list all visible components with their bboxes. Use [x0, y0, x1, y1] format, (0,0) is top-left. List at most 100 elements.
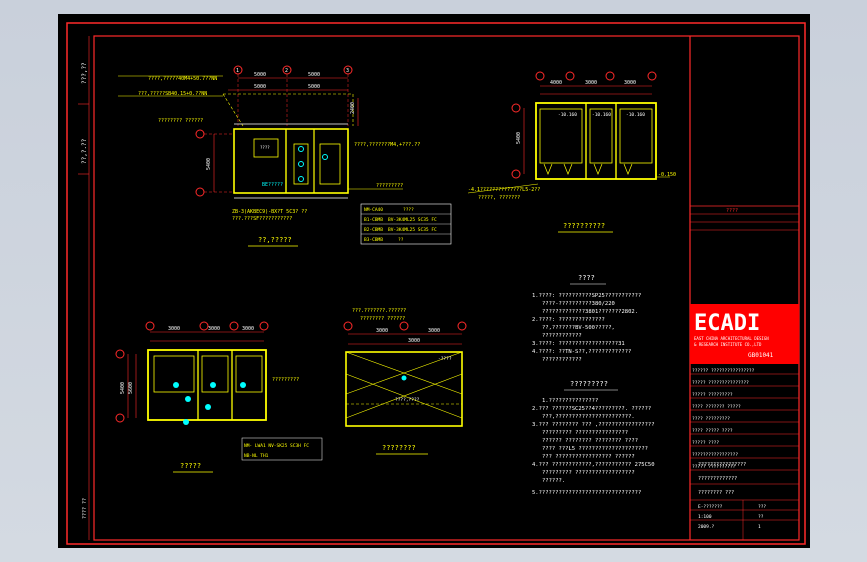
- bm-dim-2: 3000: [428, 328, 440, 334]
- ecadi-logo-box: [690, 304, 799, 364]
- notes-2-line-8: ??? ????????????????? ??????: [542, 454, 635, 460]
- bm-dim-3: 3000: [408, 338, 420, 344]
- notes-1-line-7: 3.????: ??????????????????31: [532, 341, 625, 347]
- tb-row-6: ???? ????? ????: [692, 428, 733, 434]
- bl-note-3: NB-NL TH1: [244, 453, 269, 459]
- notes-1-line-9: ????????????: [542, 357, 582, 363]
- notes-2-line-12: 5.???????????????????????????????: [532, 490, 641, 496]
- schedule-r3-c1: B2-CBMB: [364, 227, 383, 233]
- tb-footer-right-1: ???: [758, 504, 766, 510]
- bm-note-3: ????,????: [395, 397, 420, 403]
- tr-room-3: -10.160: [626, 112, 645, 118]
- title-stamp: ????: [726, 208, 738, 214]
- dim-overall-2: 5000: [308, 84, 320, 90]
- note-5: ?????????: [376, 183, 403, 189]
- tr-room-1: -10.160: [558, 112, 577, 118]
- note-1: ????,?????40M4+50.7??NN: [148, 76, 217, 82]
- tb-drawing-no: ???????? ???: [698, 490, 734, 496]
- bm-note-2: ???????? ??????: [360, 316, 405, 322]
- tr-dim-1: 4000: [550, 80, 562, 86]
- drawing-canvas[interactable]: ???,?? ??,?.?? ???? ?? 1 2 3: [58, 14, 810, 548]
- logo-sub-1: EAST CHINA ARCHITECTURAL DESIGN: [694, 336, 769, 341]
- notes-1-line-8: 4.????: ??TN-S??,?????????????: [532, 349, 631, 355]
- cad-drawing-viewport[interactable]: ???,?? ??,?.?? ???? ?? 1 2 3: [58, 14, 810, 548]
- tb-footer-left-3: 2009.?: [698, 524, 715, 530]
- notes-heading-2: ?????????: [570, 380, 608, 388]
- tb-row-2: ????? ???????????????: [692, 380, 749, 386]
- notes-2-line-9: 4.??? ????????????,??????????? 275C50: [532, 462, 655, 468]
- tb-footer-left-1: E-???????: [698, 504, 723, 510]
- tb-row-9: ????? ??????????: [692, 464, 736, 470]
- dim-top-1: 5000: [254, 72, 266, 78]
- notes-1-line-5: ??,???????BV-500?????,: [542, 325, 615, 331]
- design-notes: ???? 1.????: ??????????SP25??????????? ?…: [532, 274, 655, 496]
- dim-top-2: 5000: [308, 72, 320, 78]
- bl-dim-2: 3000: [208, 326, 220, 332]
- building-outline: [233, 128, 349, 194]
- schedule-r1-c1: NM-CA40: [364, 207, 383, 213]
- notes-2-line-5: ????????? ????????????????: [542, 430, 628, 436]
- plan-top-right[interactable]: 4000 3000 3000 -10.160 -10.160 -10.160 5…: [467, 71, 676, 233]
- note-2: ???,?????SB40.15+0.??NN: [138, 91, 207, 97]
- tb-footer-left-2: 1:100: [698, 514, 712, 520]
- schedule-r2-c2: BV-3K4ML25 SC35 FC: [388, 217, 437, 223]
- svg-text:-????: -????: [438, 356, 452, 362]
- notes-1-line-3: ?????????????3801???????2802.: [542, 309, 638, 315]
- notes-2-line-10: ????????? ??????????????????: [542, 470, 635, 476]
- plan-bottom-left[interactable]: 3000 3000 3000 5400 5600: [115, 321, 323, 473]
- tr-dim-2: 3000: [585, 80, 597, 86]
- bl-side-dim-2: 5600: [128, 382, 134, 394]
- notes-1-line-1: 1.????: ??????????SP25???????????: [532, 293, 641, 299]
- tr-side-dim: 5400: [516, 132, 522, 144]
- tb-footer-right-2: ??: [758, 514, 764, 520]
- notes-2-line-2: 2.??? ??????SC25??4?????????. ??????: [532, 406, 651, 412]
- dim-overall-1: 5000: [254, 84, 266, 90]
- schedule-table: NM-CA40 ???? B1-CBMB BV-3K4ML25 SC35 FC …: [360, 203, 452, 245]
- notes-2-line-3: ???,???????????????????????.: [542, 414, 635, 420]
- schedule-r4-c2: ??: [398, 237, 404, 243]
- notes-1-line-2: ????-??????????380/220: [542, 301, 615, 307]
- note-4: ????,???????M4,+???.??: [354, 142, 420, 148]
- tb-row-7: ????? ????: [692, 440, 719, 446]
- left-margin-text-2: ??,?.??: [81, 138, 88, 164]
- tb-row-3: ????? ?????????: [692, 392, 733, 398]
- tb-row-5: ???? ?????????: [692, 416, 730, 422]
- tb-row-4: ???? ??????? ?????: [692, 404, 741, 410]
- sheet-outer-border: [66, 22, 806, 545]
- bl-side-dim-1: 5400: [120, 382, 126, 394]
- bm-dim-1: 3000: [376, 328, 388, 334]
- tr-building-outline: [535, 102, 657, 180]
- notes-heading-1: ????: [578, 274, 595, 282]
- tb-project: ????????????????: [698, 462, 746, 468]
- plan-top-left[interactable]: 1 2 3 5000 5000 5000 5000 ????,?????40M4…: [118, 65, 420, 247]
- bl-note-2: NM- LWA1 NV-SK25 SC3H FC: [244, 443, 309, 449]
- ecadi-logo: ECADI: [694, 311, 760, 336]
- left-margin-labels: ???,?? ??,?.?? ???? ??: [78, 36, 90, 540]
- plan-bottom-left-title: ?????: [180, 462, 201, 470]
- notes-2-line-1: 1.???????????????: [542, 398, 598, 404]
- tr-elevation: -0.150: [658, 172, 676, 178]
- plan-bottom-mid[interactable]: 3000 3000 3000 ???.???????.?????? ??????…: [343, 308, 467, 455]
- logo-number: GB01041: [748, 352, 774, 359]
- note-7: ???.???SF???????????: [232, 216, 292, 222]
- tb-footer-right-3: 1: [758, 524, 761, 530]
- bl-building-outline: [147, 349, 267, 421]
- schedule-r2-c1: B1-CBMB: [364, 217, 383, 223]
- bl-note-1: ?????????: [272, 377, 299, 383]
- left-margin-text-1: ???,??: [81, 62, 88, 84]
- notes-2-line-11: ??????.: [542, 478, 565, 484]
- tr-room-2: -10.160: [592, 112, 611, 118]
- plan-top-left-title: ??,?????: [258, 236, 292, 244]
- notes-2-line-6: ?????? ???????? ???????? ????: [542, 438, 638, 444]
- grid-label-3: 3: [346, 68, 349, 74]
- tb-row-1: ?????? ????????????????: [692, 368, 755, 374]
- notes-2-line-7: ???? ???L5 ?????????????????????: [542, 446, 648, 452]
- grid-label-1: 1: [236, 68, 239, 74]
- right-dim: 2400: [350, 102, 356, 114]
- svg-text:????: ????: [260, 145, 270, 150]
- plan-bottom-mid-title: ????????: [382, 444, 416, 452]
- tb-sheet: ?????????????: [698, 476, 737, 482]
- notes-2-line-4: 3.??? ???????? ??? ,?????????????????: [532, 422, 655, 428]
- schedule-r3-c2: BV-3K4ML25 SC35 FC: [388, 227, 437, 233]
- title-block[interactable]: ???? ECADI EAST CHINA ARCHITECTURAL DESI…: [689, 36, 799, 540]
